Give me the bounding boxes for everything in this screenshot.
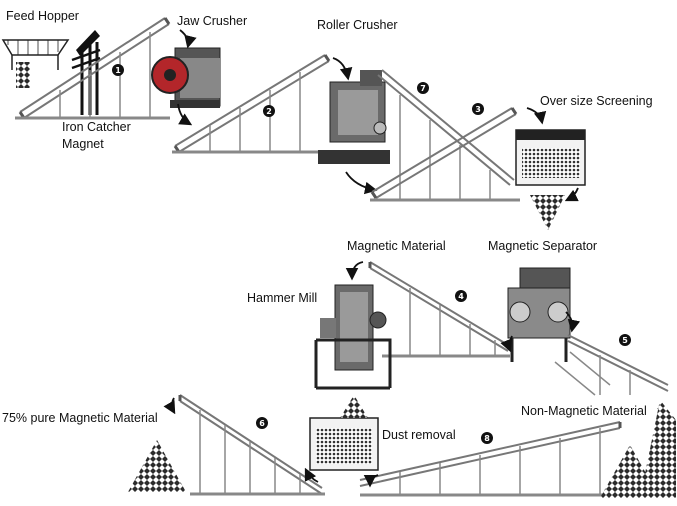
arrow-screening-out — [564, 187, 579, 202]
arrow-to-dust-removal — [304, 467, 319, 483]
svg-text:8: 8 — [484, 434, 490, 443]
arrow-separator-to-conveyor-5 — [565, 311, 581, 333]
conveyor-8 — [359, 421, 622, 497]
label-roller-crusher: Roller Crusher — [317, 18, 398, 32]
label-iron-catcher: Iron Catcher — [62, 120, 131, 134]
conveyor-number-7: 7 — [417, 82, 429, 94]
conveyor-4 — [368, 261, 510, 358]
svg-text:7: 7 — [420, 84, 426, 93]
conveyor-number-3: 3 — [472, 103, 484, 115]
hammer-mill-icon — [314, 284, 392, 390]
conveyor-5 — [554, 334, 669, 396]
conveyor-number-6: 6 — [256, 417, 268, 429]
roller-crusher-icon — [318, 70, 390, 164]
svg-text:3: 3 — [475, 105, 481, 114]
conveyor-number-5: 5 — [619, 334, 631, 346]
non-magnetic-pile-2 — [640, 400, 676, 498]
conveyor-number-2: 2 — [263, 105, 275, 117]
label-jaw-crusher: Jaw Crusher — [177, 14, 248, 28]
arrow-into-roller-crusher — [332, 57, 353, 81]
pure-magnetic-pile — [128, 440, 186, 492]
conveyor-number-8: 8 — [481, 432, 493, 444]
svg-text:5: 5 — [622, 336, 628, 345]
label-non-magnetic-material: Non-Magnetic Material — [521, 404, 647, 418]
label-over-size-screening: Over size Screening — [540, 94, 653, 108]
conveyor-number-4: 4 — [455, 290, 467, 302]
arrow-separator-to-conveyor-4 — [500, 335, 513, 353]
label-magnetic-separator: Magnetic Separator — [488, 239, 598, 253]
conveyor-3 — [370, 107, 520, 202]
label-dust-removal: Dust removal — [382, 428, 456, 442]
jaw-crusher-icon — [151, 47, 221, 108]
svg-text:4: 4 — [458, 292, 464, 301]
arrow-jaw-to-conveyor-2 — [177, 103, 193, 126]
label-magnet: Magnet — [62, 137, 104, 151]
conveyor-7 — [377, 69, 515, 200]
arrow-dust-to-conveyor-8 — [363, 474, 379, 488]
magnetic-separator-icon — [507, 267, 571, 362]
label-magnetic-material: Magnetic Material — [347, 239, 446, 253]
conveyor-1 — [15, 17, 171, 120]
arrow-roller-to-conveyor — [345, 171, 378, 195]
arrow-into-screening — [526, 107, 547, 125]
label-feed-hopper: Feed Hopper — [6, 9, 79, 23]
conveyor-2 — [172, 54, 331, 154]
svg-text:6: 6 — [259, 419, 265, 428]
arrow-into-jaw-crusher — [179, 29, 197, 49]
feed-hopper-icon — [1, 39, 70, 88]
dust-removal-icon — [309, 395, 379, 471]
svg-text:1: 1 — [115, 66, 121, 75]
label-75-pure-magnetic-material: 75% pure Magnetic Material — [2, 411, 158, 425]
conveyor-6 — [178, 394, 325, 496]
arrow-conveyor-6-out — [163, 397, 176, 415]
arrow-to-hammer-mill — [345, 261, 364, 281]
screening-unit-icon — [515, 129, 586, 230]
label-hammer-mill: Hammer Mill — [247, 291, 318, 305]
svg-text:2: 2 — [266, 107, 272, 116]
conveyor-number-1: 1 — [112, 64, 124, 76]
